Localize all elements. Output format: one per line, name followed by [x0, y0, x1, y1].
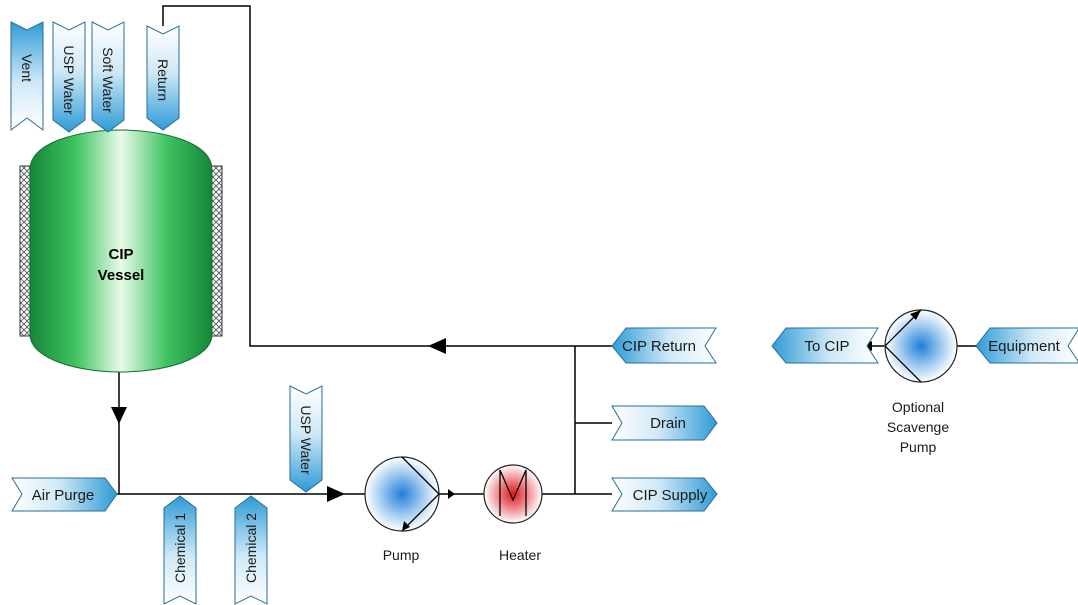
- scavenge-pump[interactable]: [884, 309, 958, 383]
- scavenge-pump-body: [884, 309, 958, 383]
- piping: [117, 5, 980, 495]
- scavenge-caption-line2: Scavenge: [887, 419, 949, 435]
- drain-label: Drain: [650, 415, 686, 432]
- connector-equipment[interactable]: Equipment: [975, 327, 1078, 364]
- equipment-label: Equipment: [988, 338, 1061, 355]
- vessel-body: [29, 129, 213, 373]
- inlet-chemical-1[interactable]: Chemical 1: [163, 495, 197, 605]
- inlet-usp-water[interactable]: USP Water: [289, 385, 323, 493]
- scavenge-pump-symbol: [884, 309, 922, 383]
- return-line: [162, 5, 612, 347]
- heater-label: Heater: [499, 547, 541, 563]
- cip-vessel: CIP Vessel: [19, 129, 223, 373]
- header-flow-arrow: [327, 486, 345, 502]
- pump-arrowhead: [402, 521, 410, 531]
- vessel-outlet-flow-arrow: [111, 407, 127, 424]
- chemical-1-label: Chemical 1: [172, 513, 188, 583]
- connector-to-cip[interactable]: To CIP: [771, 327, 879, 364]
- pump-label: Pump: [383, 547, 420, 563]
- top-connector-vent[interactable]: Vent: [10, 21, 44, 131]
- cip-supply-label: CIP Supply: [633, 487, 708, 504]
- vessel-jacket-right: [210, 165, 223, 337]
- air-purge-label: Air Purge: [32, 487, 95, 504]
- top-connector-return[interactable]: Return: [146, 25, 180, 131]
- outlet-drain[interactable]: Drain: [611, 405, 718, 441]
- pump-out-flow-arrow: [448, 489, 455, 499]
- pump-symbol: [401, 456, 440, 532]
- scavenge-caption-line3: Pump: [900, 439, 937, 455]
- cip-return-label: CIP Return: [622, 338, 696, 355]
- outlet-cip-supply[interactable]: CIP Supply: [611, 477, 718, 512]
- chemical-2-label: Chemical 2: [243, 513, 259, 583]
- vessel-label-line1: CIP: [108, 246, 133, 263]
- outlet-cip-return[interactable]: CIP Return: [611, 327, 717, 364]
- inlet-chemical-2[interactable]: Chemical 2: [234, 495, 268, 605]
- vessel-label-line2: Vessel: [98, 267, 145, 284]
- scavenge-caption-line1: Optional: [892, 399, 944, 415]
- vent-label: Vent: [19, 54, 35, 82]
- heater-coil-icon: [499, 469, 527, 516]
- pump[interactable]: [364, 456, 440, 532]
- inlet-air-purge[interactable]: Air Purge: [11, 477, 118, 512]
- heater-body: [483, 464, 543, 524]
- heater[interactable]: [483, 464, 543, 524]
- vessel-jacket-left: [19, 165, 32, 337]
- soft-water-label: Soft Water: [100, 47, 116, 113]
- usp-water-inline-label: USP Water: [298, 405, 314, 475]
- top-connector-soft-water[interactable]: Soft Water: [91, 21, 125, 133]
- usp-water-top-label: USP Water: [61, 45, 77, 115]
- scavenge-pump-arrowhead: [910, 310, 921, 320]
- return-flow-arrow: [428, 338, 446, 354]
- flow-arrows: [111, 338, 872, 502]
- return-label: Return: [155, 59, 171, 101]
- top-connector-usp-water[interactable]: USP Water: [52, 21, 86, 133]
- pump-body: [364, 456, 440, 532]
- to-cip-label: To CIP: [804, 338, 849, 355]
